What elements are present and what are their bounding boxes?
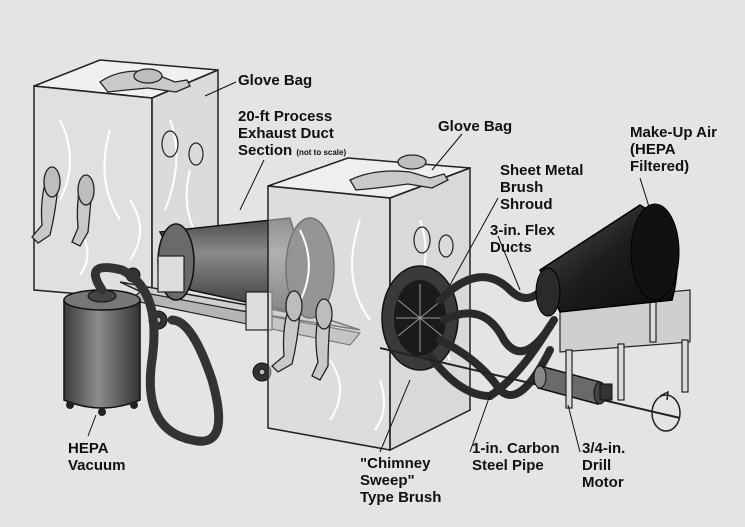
glove-port-top-left xyxy=(133,68,163,84)
glove-port-center-side-1 xyxy=(413,226,431,254)
label-chimney-sweep-brush: "Chimney Sweep" Type Brush xyxy=(360,455,442,506)
glove-front-center-1 xyxy=(271,309,301,373)
duct-support-1 xyxy=(157,255,185,293)
left-bag-gloves xyxy=(31,68,191,247)
label-drill-motor: 3/4-in. Drill Motor xyxy=(582,440,626,491)
label-glove-bag-center: Glove Bag xyxy=(438,118,513,135)
rotation-arrow-icon xyxy=(651,390,681,432)
label-carbon-steel-pipe: 1-in. Carbon Steel Pipe xyxy=(472,440,560,474)
center-bag-gloves xyxy=(271,154,449,381)
glove-port-center-1 xyxy=(285,290,303,322)
label-glove-bag-left: Glove Bag xyxy=(238,72,313,89)
hood-intake xyxy=(630,203,680,301)
drill-motor xyxy=(533,365,613,405)
label-sheet-metal-brush-shroud: Sheet Metal Brush Shroud xyxy=(500,162,584,213)
vacuum-hose xyxy=(90,263,224,446)
hepa-vacuum xyxy=(63,263,224,446)
glove-port-left-2 xyxy=(77,174,95,206)
label-hepa-vacuum: HEPA Vacuum xyxy=(68,440,126,474)
glove-port-left-1 xyxy=(43,166,61,198)
glove-top-center xyxy=(349,170,449,191)
brush-bristles xyxy=(396,284,444,352)
glove-front-center-2 xyxy=(311,317,331,381)
label-makeup-air: Make-Up Air (HEPA Filtered) xyxy=(630,124,717,175)
label-process-exhaust-duct: 20-ft Process Exhaust Duct Section (not … xyxy=(238,108,347,159)
hood-neck xyxy=(535,267,561,317)
leader-lines xyxy=(87,81,651,453)
carbon-steel-pipe xyxy=(379,347,681,419)
glove-port-center-side-2 xyxy=(438,234,454,258)
makeup-air-hood xyxy=(535,203,691,409)
label-flex-ducts: 3-in. Flex Ducts xyxy=(490,222,556,256)
glove-port-center-2 xyxy=(315,298,333,330)
label-not-to-scale: (not to scale) xyxy=(296,148,347,157)
glove-port-side-1 xyxy=(161,130,179,158)
glove-port-top-center xyxy=(397,154,427,170)
brush-shroud xyxy=(381,265,459,371)
glove-port-side-2 xyxy=(188,142,204,166)
